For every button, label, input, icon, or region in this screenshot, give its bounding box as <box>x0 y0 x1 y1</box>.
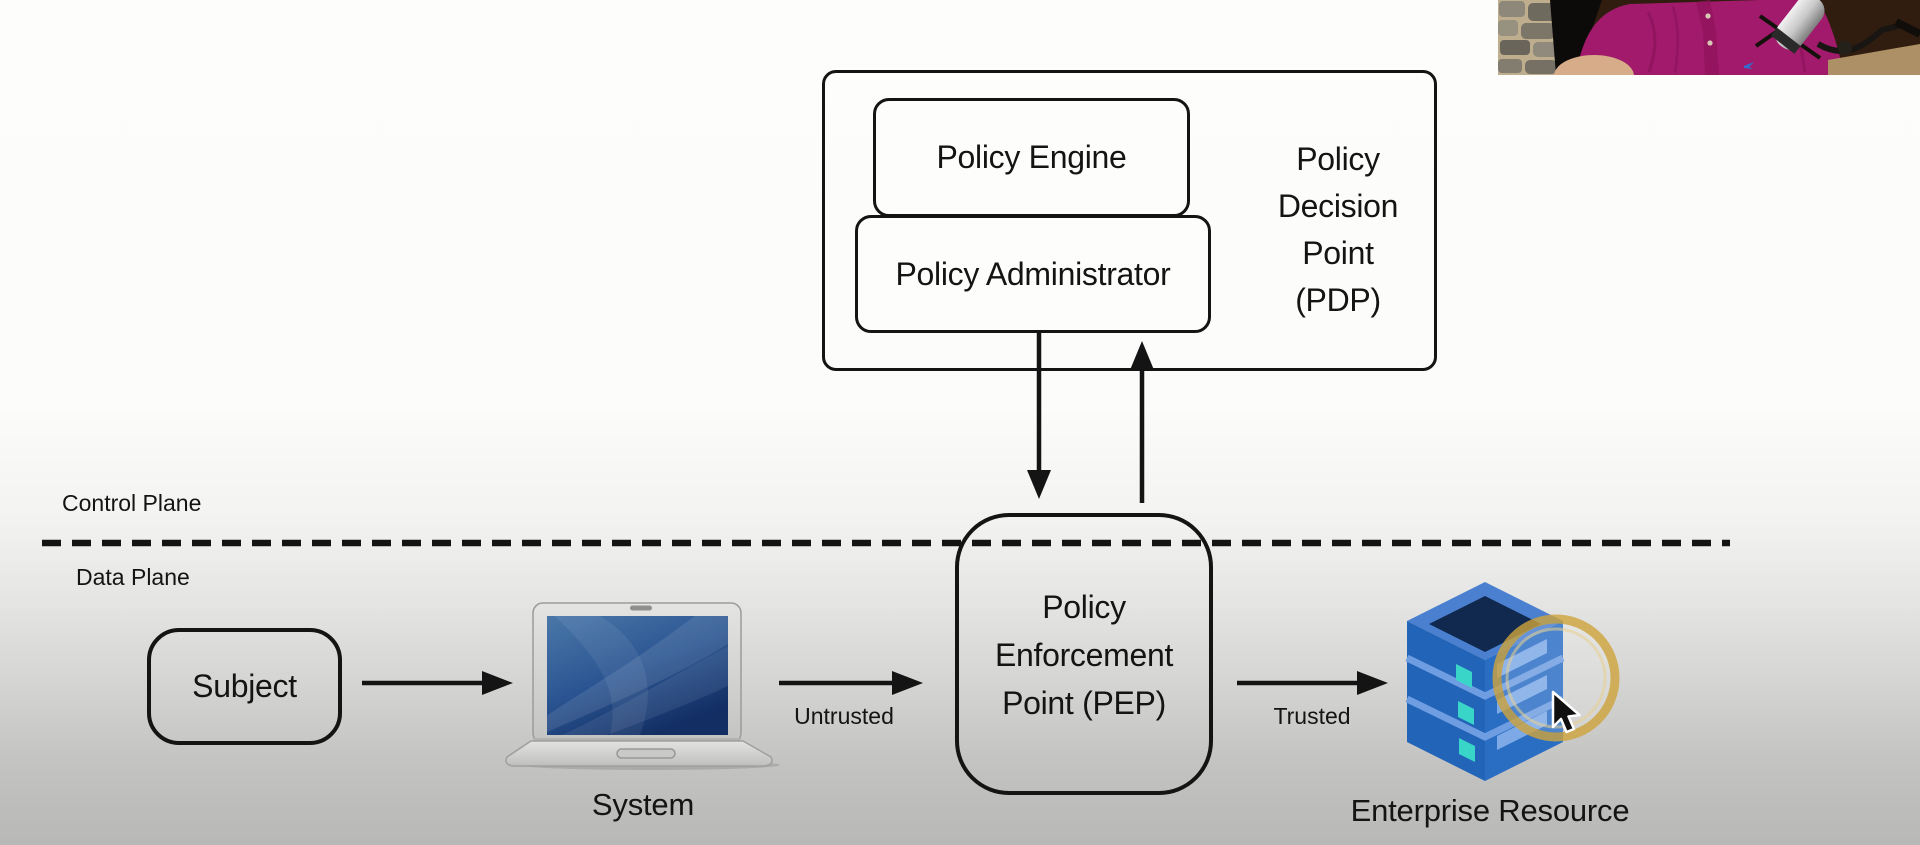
shirt-logo <box>1744 62 1754 69</box>
control-plane-label: Control Plane <box>62 490 202 516</box>
untrusted-arrow <box>779 671 923 695</box>
enterprise-resource-label: Enterprise Resource <box>1350 793 1630 828</box>
pdp-title-line: Policy <box>1296 141 1380 177</box>
mouse-cursor-icon <box>1551 690 1581 734</box>
pdp-title: Policy Decision Point (PDP) <box>1240 136 1436 324</box>
pep-label-line: Enforcement <box>994 637 1174 673</box>
policy-engine-label: Policy Engine <box>936 139 1127 176</box>
subject-label: Subject <box>192 668 297 705</box>
presenter-torso <box>1576 0 1844 75</box>
policy-administrator-box: Policy Administrator <box>855 215 1211 333</box>
system-label: System <box>591 787 695 822</box>
untrusted-flow-label: Untrusted <box>794 703 894 729</box>
policy-decision-point-group-box <box>822 70 1437 371</box>
subject-box: Subject <box>147 628 342 745</box>
desk-surface <box>1828 44 1920 75</box>
trusted-flow-label: Trusted <box>1273 703 1351 729</box>
pep-label-line: Point (PEP) <box>1002 685 1166 721</box>
pep-to-pdp-arrow <box>1130 341 1154 503</box>
policy-engine-box: Policy Engine <box>873 98 1190 217</box>
pdp-title-line: (PDP) <box>1295 282 1381 318</box>
click-highlight-ring <box>1492 614 1620 742</box>
trusted-arrow <box>1237 671 1388 695</box>
pdp-title-line: Point <box>1302 235 1374 271</box>
presenter-hand <box>1554 55 1634 75</box>
background-shadow <box>1550 0 1602 75</box>
policy-enforcement-point-box <box>955 513 1213 795</box>
pdp-title-line: Decision <box>1277 188 1399 224</box>
presenter-webcam <box>1498 0 1920 75</box>
subject-to-system-arrow <box>362 671 513 695</box>
pep-label-line: Policy <box>1042 589 1126 625</box>
policy-administrator-label: Policy Administrator <box>895 255 1171 292</box>
laptop-icon <box>505 602 780 770</box>
presenter-webcam-video <box>1498 0 1920 75</box>
microphone <box>1754 0 1920 60</box>
pep-label: Policy Enforcement Point (PEP) <box>959 583 1209 727</box>
pdp-to-pep-arrow <box>1027 333 1051 499</box>
data-plane-label: Data Plane <box>76 564 190 590</box>
